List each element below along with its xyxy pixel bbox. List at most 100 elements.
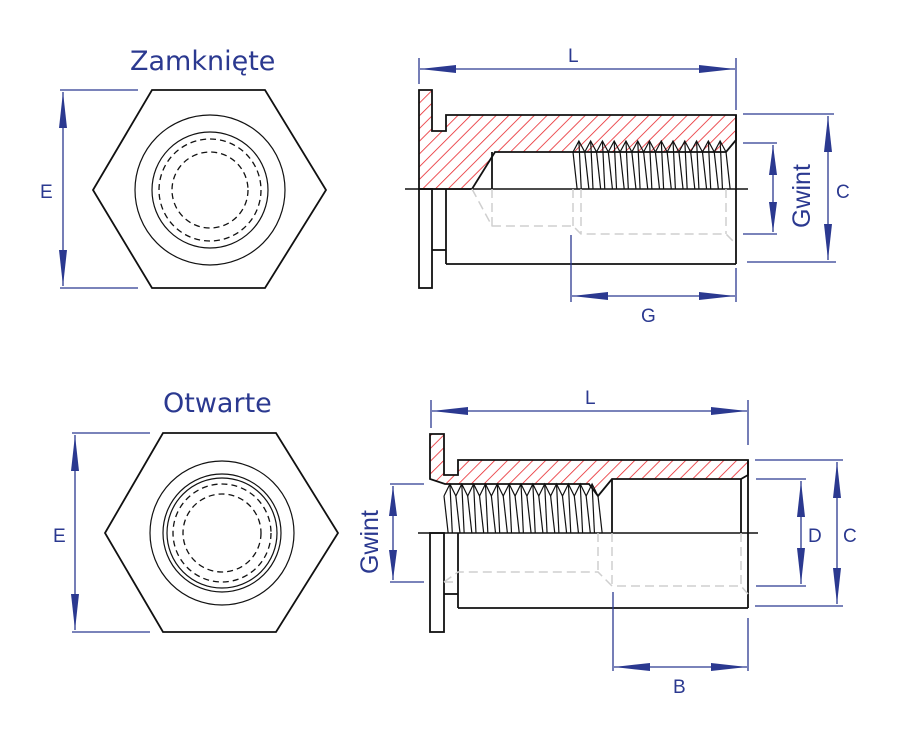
thread-line <box>601 140 606 190</box>
open-hex-front-view <box>103 432 340 633</box>
arrow-icon <box>699 65 735 73</box>
closed-dimension-L: L <box>418 46 737 110</box>
arrow-icon <box>572 292 608 300</box>
thread-line <box>619 151 625 190</box>
arrow-icon <box>769 202 777 232</box>
hex-outline <box>103 432 340 633</box>
closed-dimension-G: G <box>570 235 737 327</box>
arrow-icon <box>59 250 67 286</box>
thread-line <box>532 483 536 534</box>
collar-circle <box>134 114 286 266</box>
thread-line <box>538 495 544 534</box>
thread-line <box>613 140 618 190</box>
thread-teeth <box>572 139 731 190</box>
dim-label-C: C <box>843 526 857 547</box>
thread-line <box>654 151 661 190</box>
closed-dimension-C: C <box>743 113 850 263</box>
hatched-section-upper <box>429 433 749 498</box>
thread-line <box>561 495 568 534</box>
arrow-icon <box>797 548 805 584</box>
arrow-icon <box>614 663 650 671</box>
open-dimension-L: L <box>430 388 749 445</box>
thread-line <box>607 151 614 190</box>
thread-line <box>584 151 590 190</box>
thread-line <box>526 495 532 534</box>
thread-line <box>719 140 724 190</box>
open-dimension-thread: Gwint <box>356 483 424 583</box>
arrow-icon <box>389 486 397 516</box>
closed-dimension-thread: Gwint <box>743 142 816 235</box>
hatched-section-upper <box>418 89 737 190</box>
thread-line <box>467 495 473 534</box>
arrow-icon <box>420 65 456 73</box>
thread-line <box>520 483 524 534</box>
thread-line <box>544 483 548 534</box>
thread-line <box>461 483 465 534</box>
thread-line <box>625 140 629 190</box>
thread-line <box>725 151 731 190</box>
arrow-icon <box>699 292 735 300</box>
flange-lower <box>429 532 445 633</box>
thread-line <box>496 483 501 534</box>
thread-inner-hidden-circle <box>182 493 262 573</box>
arrow-icon <box>71 594 79 630</box>
thread-line <box>684 140 688 190</box>
thread-line <box>643 151 649 190</box>
arrow-icon <box>824 116 832 152</box>
open-variant: Otwarte E <box>53 388 857 698</box>
thread-line <box>572 151 578 190</box>
thread-line <box>502 495 508 534</box>
thread-line <box>678 151 684 190</box>
thread-line <box>585 495 591 534</box>
thread-line <box>595 151 602 190</box>
hidden-bore-line <box>471 188 737 245</box>
arrow-icon <box>59 92 67 128</box>
hex-outline <box>91 89 328 289</box>
arrow-icon <box>797 481 805 517</box>
thread-line <box>473 483 477 534</box>
body-circle <box>162 473 282 593</box>
closed-hex-front-view <box>91 89 328 289</box>
arrow-icon <box>432 407 468 415</box>
thread-line <box>449 483 453 534</box>
arrow-icon <box>833 568 841 604</box>
dim-label-G: G <box>641 306 656 327</box>
thread-teeth <box>443 482 603 534</box>
arrow-icon <box>769 145 777 175</box>
open-title: Otwarte <box>163 388 272 419</box>
thread-line <box>555 483 560 534</box>
arrow-icon <box>833 462 841 498</box>
dim-label-B: B <box>673 677 686 698</box>
open-dimension-B: B <box>612 592 749 698</box>
thread-line <box>660 140 665 190</box>
thread-line <box>672 140 676 190</box>
thread-inner-hidden-circle <box>171 151 249 229</box>
thread-line <box>695 140 700 190</box>
thread-outer-hidden-circle <box>172 483 272 583</box>
arrow-icon <box>711 407 747 415</box>
thread-line <box>631 151 637 190</box>
thread-line <box>443 495 449 534</box>
body-circle <box>151 131 269 249</box>
thread-line <box>490 495 497 534</box>
thread-line <box>590 140 594 190</box>
dim-label-E: E <box>53 526 66 547</box>
thread-line <box>707 140 712 190</box>
thread-line <box>578 140 582 190</box>
dim-label-L: L <box>568 46 579 67</box>
open-dimension-E: E <box>53 432 150 633</box>
thread-line <box>573 495 580 534</box>
dim-label-E: E <box>40 182 53 203</box>
thread-line <box>514 495 520 534</box>
thread-line <box>648 140 653 190</box>
thread-line <box>508 483 513 534</box>
thread-crest-circle <box>166 477 278 589</box>
thread-outer-hidden-circle <box>158 138 262 242</box>
closed-title: Zamknięte <box>130 46 275 77</box>
dim-label-thread: Gwint <box>356 510 384 574</box>
thread-line <box>455 495 461 534</box>
thread-line <box>550 495 556 534</box>
arrow-icon <box>71 435 79 471</box>
arrow-icon <box>711 663 747 671</box>
